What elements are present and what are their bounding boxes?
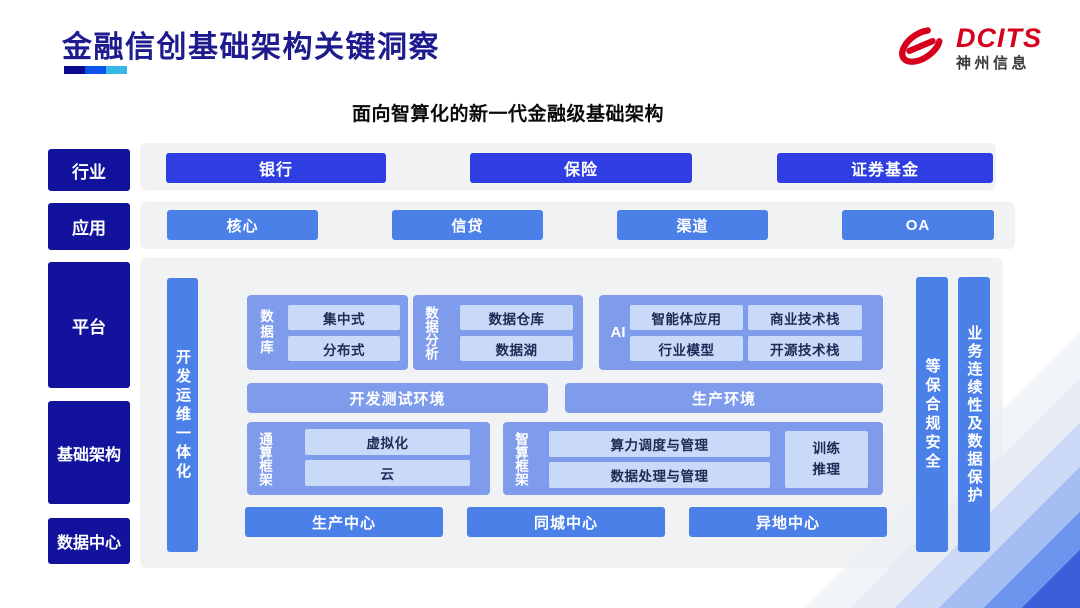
application-box-credit: 信贷 (392, 210, 543, 240)
sidebar-label-industry: 行业 (48, 149, 130, 191)
title-underline-segment (106, 66, 127, 74)
industry-box-text: 保险 (563, 162, 598, 179)
database-item-distributed: 分布式 (288, 336, 400, 361)
logo-company-text: 神州信息 (956, 55, 1031, 72)
sidebar-label-text: 行业 (72, 162, 106, 182)
sidebar-label-text: 平台 (72, 317, 106, 337)
database-item-centralized: 集中式 (288, 305, 400, 330)
compute-item-cloud: 云 (305, 460, 470, 486)
application-box-text: 信贷 (451, 217, 484, 235)
devops-vertical-bar: 开发运维一体化 (167, 278, 198, 552)
security-bar-compliance: 等保合规安全 (916, 277, 948, 552)
center-box-remote: 异地中心 (689, 507, 887, 537)
database-group: 数据库 集中式 分布式 (247, 295, 408, 370)
sidebar-label-datacenter: 数据中心 (48, 518, 130, 564)
dcits-swirl-icon (892, 20, 950, 77)
center-box-production: 生产中心 (245, 507, 443, 537)
logo-brand-text: DCITS (956, 23, 1042, 53)
dev-test-env-bar: 开发测试环境 (247, 383, 548, 413)
analytics-group-label: 数据分析 (423, 305, 438, 360)
sidebar-label-platform: 平台 (48, 262, 130, 388)
smart-item-data-processing: 数据处理与管理 (549, 462, 770, 488)
industry-box-text: 证券基金 (850, 162, 919, 179)
security-bar-continuity: 业务连续性及数据保护 (958, 277, 990, 552)
production-env-bar: 生产环境 (565, 383, 883, 413)
ai-group: AI 智能体应用 商业技术栈 行业模型 开源技术栈 (599, 295, 883, 370)
smart-item-train-infer: 训练推理 (785, 431, 868, 488)
ai-group-label: AI (610, 324, 626, 341)
analytics-item-lake: 数据湖 (460, 336, 573, 361)
analytics-group: 数据分析 数据仓库 数据湖 (413, 295, 583, 370)
industry-box-insurance: 保险 (470, 153, 692, 183)
sidebar-label-application: 应用 (48, 203, 130, 250)
center-box-same-city: 同城中心 (467, 507, 665, 537)
analytics-item-warehouse: 数据仓库 (460, 305, 573, 330)
ai-item-opensource-stack: 开源技术栈 (748, 336, 862, 361)
application-box-channel: 渠道 (617, 210, 768, 240)
application-box-text: 渠道 (676, 217, 709, 235)
smart-compute-group: 智算框架 算力调度与管理 数据处理与管理 训练推理 (503, 422, 883, 495)
industry-box-text: 银行 (258, 162, 293, 179)
sidebar-label-text: 基础架构 (56, 446, 121, 464)
application-box-core: 核心 (167, 210, 318, 240)
application-box-text: OA (905, 216, 931, 234)
general-compute-group: 通算框架 虚拟化 云 (247, 422, 490, 495)
sidebar-label-text: 应用 (72, 219, 106, 238)
smart-item-scheduling: 算力调度与管理 (549, 431, 770, 457)
ai-item-industry-model: 行业模型 (630, 336, 743, 361)
ai-item-agent-app: 智能体应用 (630, 305, 743, 330)
title-underline-segment (85, 66, 106, 74)
application-box-oa: OA (842, 210, 994, 240)
ai-item-commercial-stack: 商业技术栈 (748, 305, 862, 330)
title-underline-segment (64, 66, 85, 74)
application-box-text: 核心 (226, 217, 259, 235)
general-compute-group-label: 通算框架 (257, 431, 272, 486)
diagram-title: 面向智算化的新一代金融级基础架构 (352, 104, 665, 125)
page-title: 金融信创基础架构关键洞察 (62, 31, 440, 64)
sidebar-label-text: 数据中心 (56, 535, 121, 552)
sidebar-label-infrastructure: 基础架构 (48, 401, 130, 504)
industry-box-bank: 银行 (166, 153, 386, 183)
compute-item-virtualization: 虚拟化 (305, 429, 470, 455)
devops-bar-text: 开发运维一体化 (174, 348, 191, 482)
smart-compute-group-label: 智算框架 (513, 431, 528, 486)
industry-box-securities: 证券基金 (777, 153, 993, 183)
database-group-label: 数据库 (258, 309, 273, 356)
company-logo: DCITS 神州信息 (892, 18, 1062, 78)
